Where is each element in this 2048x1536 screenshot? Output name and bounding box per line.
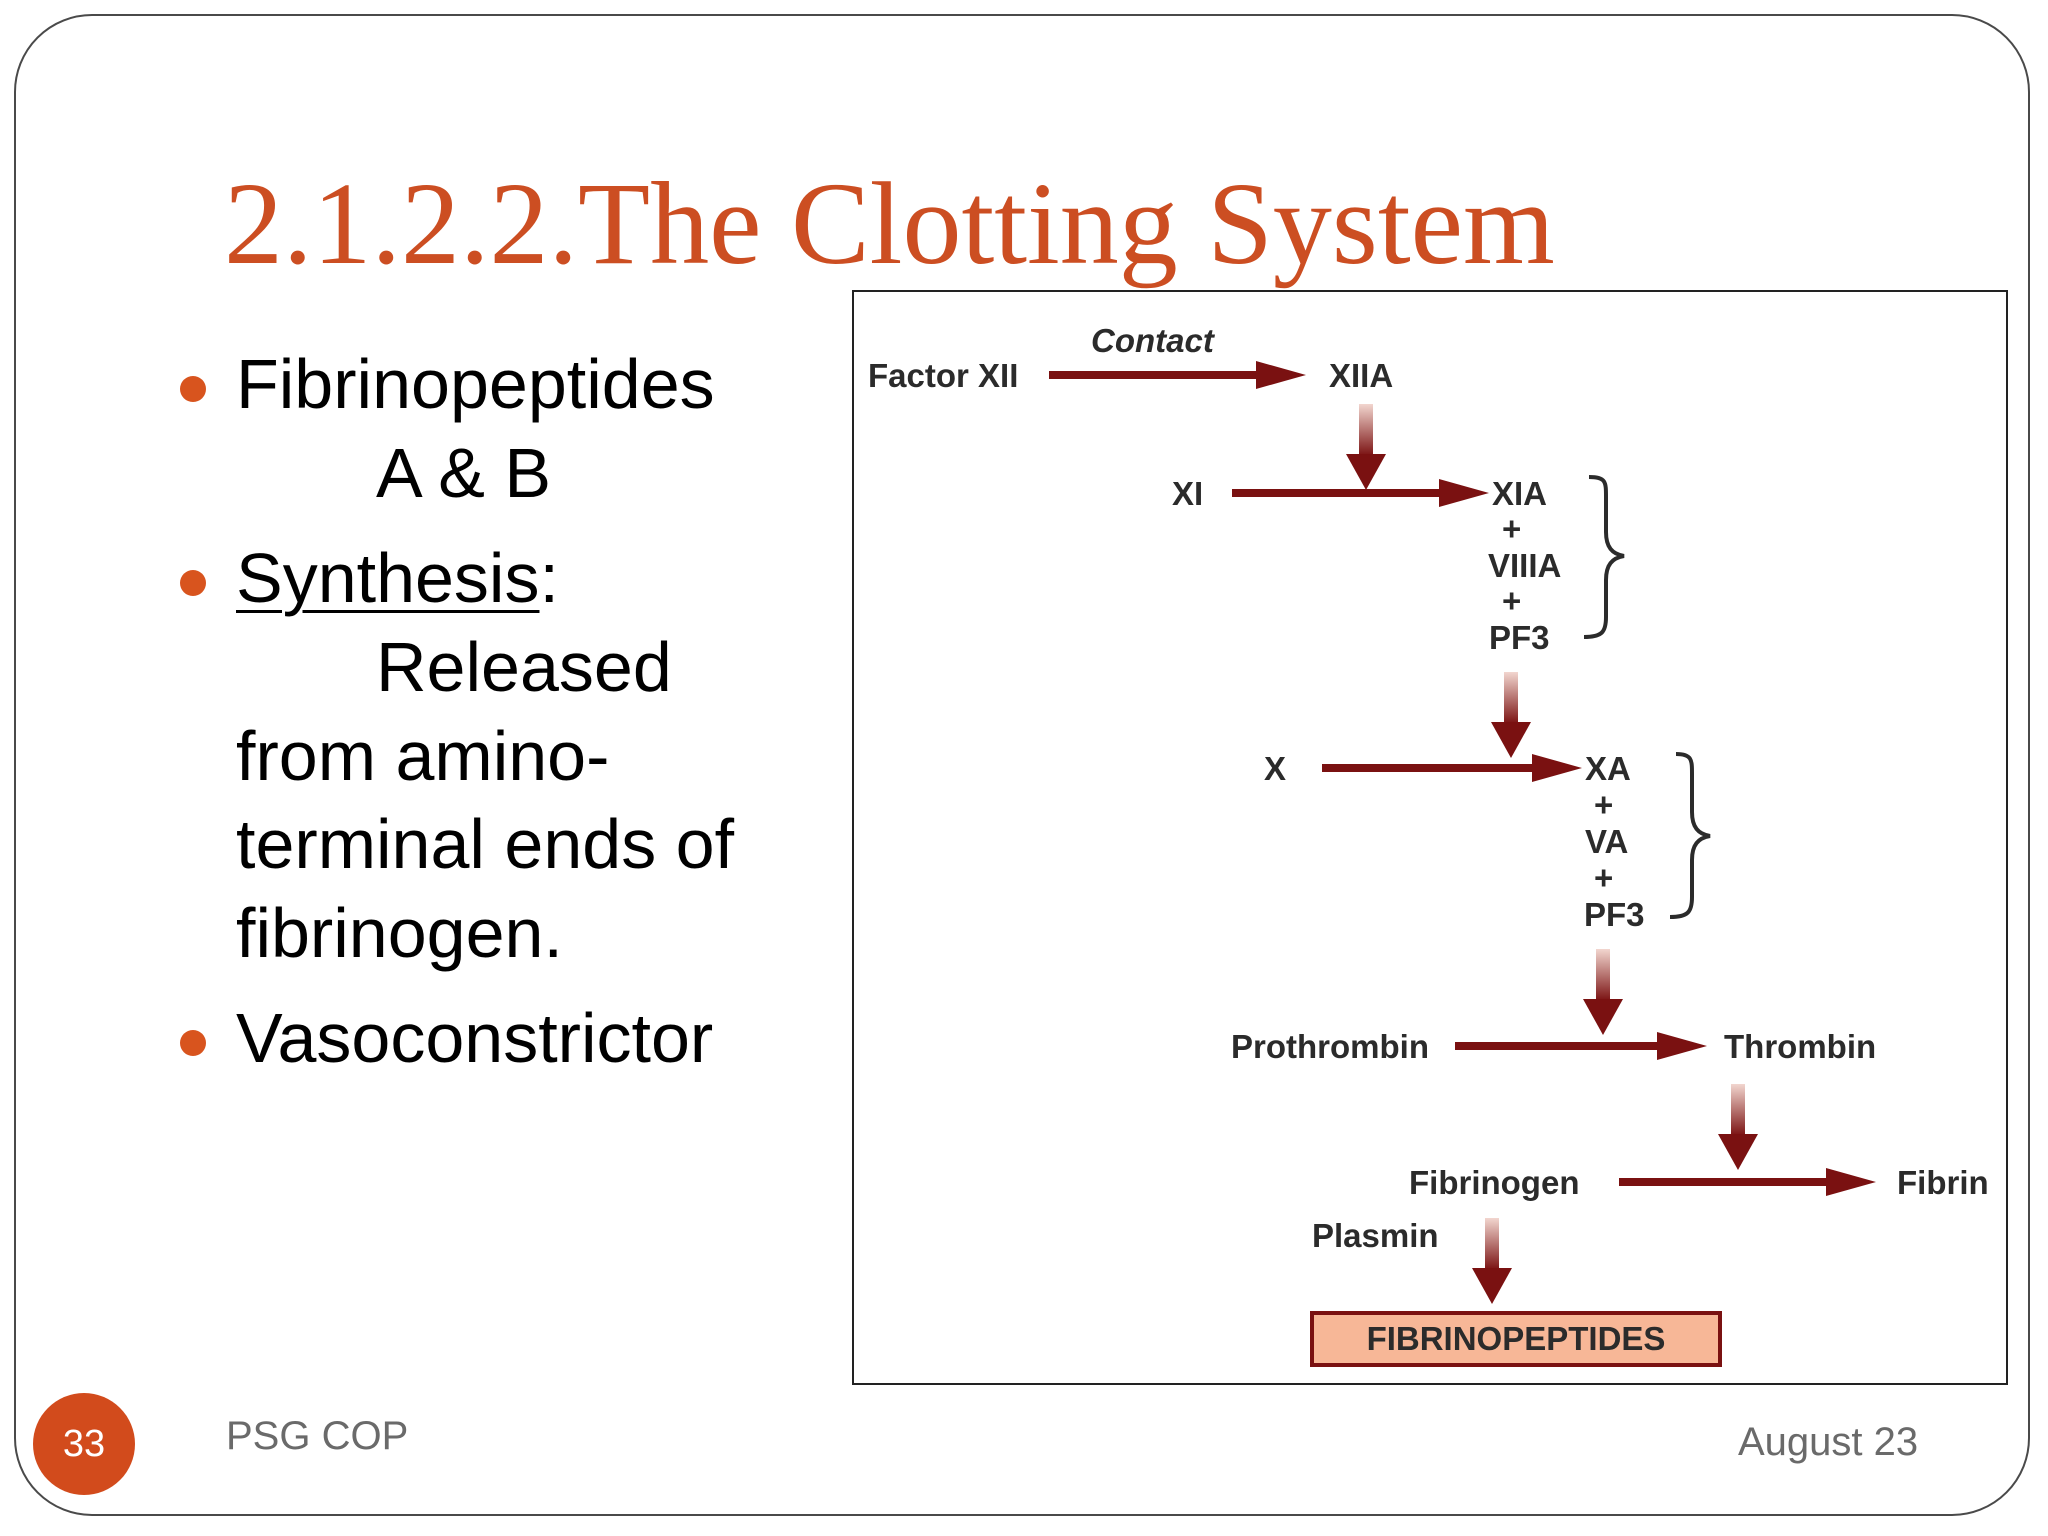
label-contact: Contact (1091, 322, 1216, 359)
label-fibrinopeptides: FIBRINOPEPTIDES (1367, 1320, 1666, 1357)
label-xa: XA (1585, 750, 1631, 787)
bullet-list: Fibrinopeptides A & B Synthesis: Release… (180, 340, 820, 1099)
cascade-svg: Contact Factor XII XIIA XI XIA + VIIIA +… (868, 322, 1989, 1367)
bullet-colon: : (539, 538, 559, 617)
down-arrow-xiia (1346, 404, 1386, 490)
arrow-x-xa (1322, 754, 1582, 782)
slide-title: 2.1.2.2.The Clotting System (224, 158, 1555, 289)
label-x: X (1264, 750, 1286, 787)
fibrinopeptides-box (1310, 1311, 1722, 1367)
label-plus: + (1502, 510, 1521, 547)
brace-xia-group (1583, 475, 1625, 639)
label-xia: XIA (1492, 475, 1547, 512)
bullet-synthesis: Synthesis: Released from amino- terminal… (180, 534, 820, 978)
label-pf3: PF3 (1489, 619, 1550, 656)
label-fibrinogen: Fibrinogen (1409, 1164, 1579, 1201)
label-xiia: XIIA (1329, 357, 1393, 394)
arrow-factorxii-xiia (1049, 361, 1306, 389)
page-number: 33 (62, 1422, 106, 1465)
bullet-heading: Synthesis (236, 538, 540, 617)
label-pf3: PF3 (1584, 896, 1645, 933)
label-va: VA (1585, 823, 1628, 860)
label-prothrombin: Prothrombin (1231, 1028, 1429, 1065)
bullet-vasoconstrictor: Vasoconstrictor (180, 994, 820, 1083)
bullet-text: fibrinogen. (236, 894, 563, 973)
clotting-cascade-diagram: Contact Factor XII XIIA XI XIA + VIIIA +… (852, 290, 2008, 1385)
arrow-fibrinogen-fibrin (1619, 1168, 1876, 1196)
arrow-xi-xia (1232, 479, 1489, 507)
down-arrow-pf3-2 (1583, 949, 1623, 1035)
bullet-text: terminal ends of (236, 805, 735, 884)
slide-frame (14, 14, 2030, 1516)
bullet-dot-icon (180, 376, 206, 402)
label-plus: + (1594, 786, 1613, 823)
bullet-text: A & B (376, 433, 552, 512)
down-arrow-pf3 (1491, 672, 1531, 758)
bullet-text: Released (376, 627, 672, 706)
label-thrombin: Thrombin (1724, 1028, 1876, 1065)
label-xi: XI (1172, 475, 1203, 512)
brace-xa-group (1669, 752, 1711, 919)
bullet-text: from amino- (236, 716, 610, 795)
page-number-badge: 33 (33, 1393, 135, 1495)
down-arrow-plasmin (1472, 1218, 1512, 1304)
bullet-fibrinopeptides: Fibrinopeptides A & B (180, 340, 820, 518)
label-viiia: VIIIA (1488, 547, 1561, 584)
bullet-dot-icon (180, 1030, 206, 1057)
down-arrow-thrombin (1718, 1084, 1758, 1170)
footer-date: August 23 (1738, 1420, 1919, 1464)
label-plus: + (1502, 582, 1521, 619)
label-plus: + (1594, 859, 1613, 896)
label-fibrin: Fibrin (1897, 1164, 1989, 1201)
bullet-dot-icon (180, 569, 206, 596)
bullet-text: Vasoconstrictor (236, 999, 714, 1078)
label-factor-xii: Factor XII (868, 357, 1018, 394)
label-plasmin: Plasmin (1312, 1217, 1439, 1254)
bullet-text: Fibrinopeptides (236, 345, 715, 423)
footer-organization: PSG COP (226, 1414, 409, 1458)
arrow-prothrombin-thrombin (1455, 1032, 1707, 1060)
